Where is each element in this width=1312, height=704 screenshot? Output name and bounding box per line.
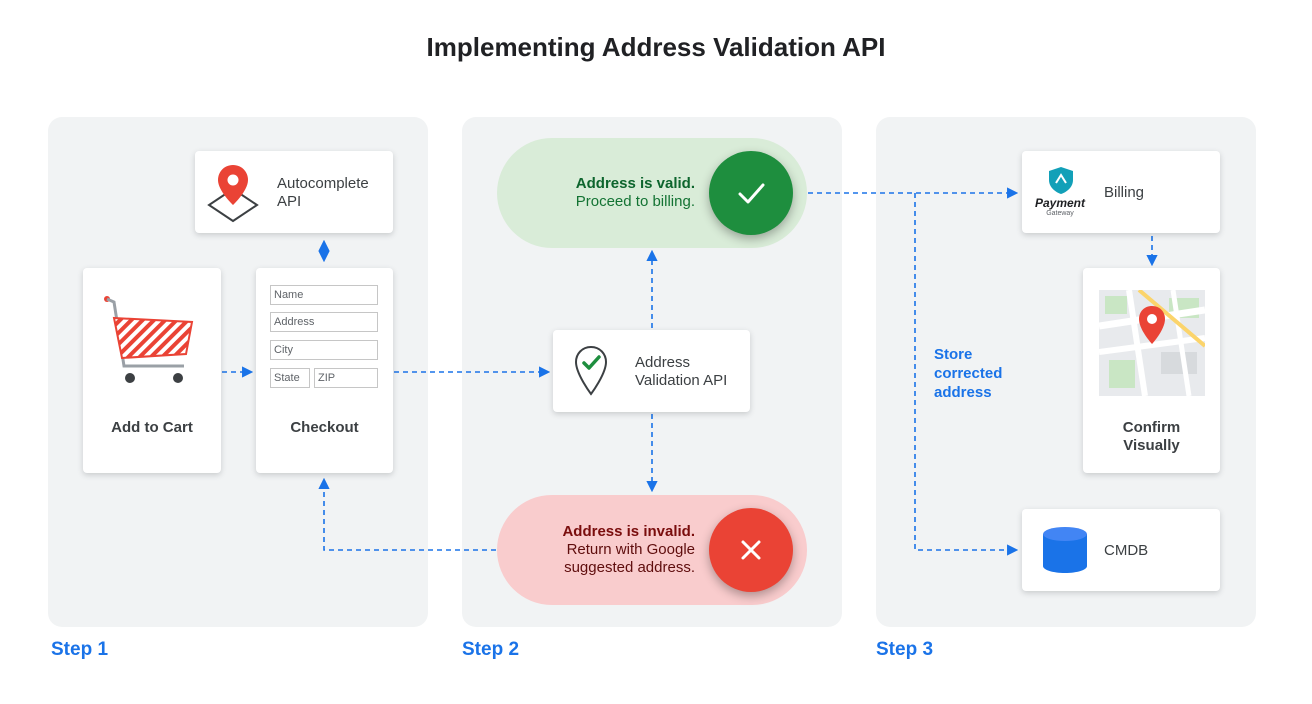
invalid-line2: Return with Google	[566, 541, 695, 558]
database-icon	[1043, 527, 1087, 573]
arrow-invalid-checkout	[318, 477, 496, 551]
validated-pin-icon	[574, 345, 608, 396]
autocomplete-line2: API	[277, 193, 302, 210]
address-invalid-pill: Address is invalid. Return with Google s…	[497, 495, 807, 605]
step3-label: Step 3	[876, 639, 934, 660]
step2-label: Step 2	[462, 639, 520, 660]
api-line1: Address	[635, 354, 691, 371]
add-to-cart-label: Add to Cart	[111, 419, 193, 436]
map-pin-icon	[207, 165, 259, 223]
address-validation-api-card[interactable]: Address Validation API	[553, 330, 750, 412]
state-field[interactable]: State	[270, 368, 310, 388]
api-line2: Validation API	[635, 372, 728, 389]
valid-check-circle	[709, 151, 793, 235]
confirm-line1: Confirm	[1122, 419, 1181, 436]
map-thumbnail-icon	[1099, 290, 1205, 396]
city-field[interactable]: City	[270, 340, 378, 360]
valid-line1: Address is valid.	[575, 175, 695, 192]
address-field[interactable]: Address	[270, 312, 378, 332]
store-line3: address	[934, 384, 992, 401]
address-valid-pill: Address is valid. Proceed to billing.	[497, 138, 807, 248]
close-icon	[741, 540, 761, 560]
cmdb-label: CMDB	[1104, 542, 1149, 559]
store-line1: Store	[934, 346, 973, 363]
shopping-cart-icon	[104, 296, 194, 383]
payment-logo-line2: Gateway	[1046, 210, 1074, 217]
shield-icon	[1049, 167, 1073, 194]
checkmark-icon	[738, 183, 765, 204]
valid-line2: Proceed to billing.	[575, 193, 695, 210]
cmdb-card[interactable]: CMDB	[1022, 509, 1220, 591]
invalid-x-circle	[709, 508, 793, 592]
invalid-line3: suggested address.	[564, 559, 695, 576]
store-corrected-address-label: Store corrected address	[934, 345, 1002, 402]
payment-logo-line1: Payment	[1034, 196, 1086, 210]
zip-field[interactable]: ZIP	[314, 368, 378, 388]
autocomplete-line1: Autocomplete	[277, 175, 369, 192]
step1-label: Step 1	[51, 639, 109, 660]
confirm-line2: Visually	[1123, 437, 1180, 454]
payment-gateway-logo: Payment Gateway	[1030, 165, 1090, 221]
invalid-line1: Address is invalid.	[562, 523, 695, 540]
page-title: Implementing Address Validation API	[426, 32, 886, 62]
autocomplete-api-card[interactable]: Autocomplete API	[195, 151, 393, 233]
checkout-label: Checkout	[290, 419, 359, 436]
add-to-cart-card[interactable]: Add to Cart	[83, 268, 221, 473]
store-line2: corrected	[934, 365, 1003, 382]
billing-label: Billing	[1104, 184, 1145, 201]
checkout-card[interactable]: Name Address City State ZIP Checkout	[256, 268, 393, 473]
confirm-visually-card[interactable]: Confirm Visually	[1083, 268, 1220, 473]
arrow-store-cmdb	[914, 193, 1019, 556]
billing-card[interactable]: Payment Gateway Billing	[1022, 151, 1220, 233]
name-field[interactable]: Name	[270, 285, 378, 305]
